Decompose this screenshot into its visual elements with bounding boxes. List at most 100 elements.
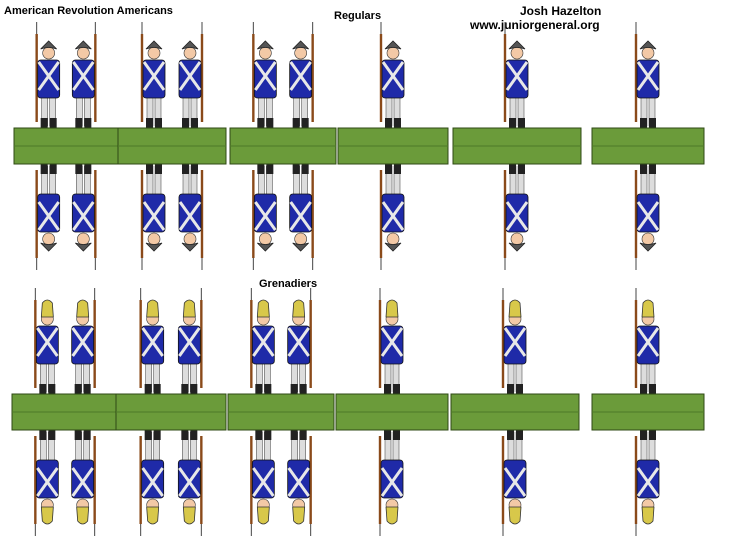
gaiter [39, 384, 47, 398]
gaiter [39, 426, 47, 440]
gaiter [649, 426, 656, 440]
head [510, 232, 524, 246]
crossbelts [381, 201, 405, 231]
soldier-figure-mirrored [289, 160, 314, 270]
head [386, 46, 400, 60]
soldier-figure-mirrored [503, 160, 529, 270]
crossbelts [141, 467, 164, 497]
sheet-title: American Revolution Americans [4, 5, 173, 17]
gaiter [393, 426, 400, 440]
soldier-figure [178, 22, 204, 132]
head [77, 232, 90, 246]
soldier-figure [71, 288, 96, 398]
head [294, 46, 307, 60]
gaiter [49, 118, 57, 132]
soldier-figure-mirrored [501, 426, 527, 536]
website-link[interactable]: www.juniorgeneral.org [470, 18, 600, 32]
gaiter [385, 118, 392, 132]
crossbelts [636, 467, 660, 497]
crossbelts [178, 201, 202, 231]
soldier-figure-mirrored [34, 426, 59, 536]
gaiter [48, 426, 56, 440]
tricorn-hat [639, 242, 657, 252]
tricorn-hat [292, 242, 309, 252]
mitre-cap [292, 506, 306, 525]
crossbelts [503, 467, 527, 497]
crossbelts [503, 327, 527, 357]
section-title-regulars: Regulars [334, 10, 382, 22]
soldier-figure-mirrored [287, 426, 312, 536]
soldier-figure-mirrored [250, 426, 275, 536]
mitre-cap [76, 299, 90, 318]
gaiter [266, 118, 274, 132]
soldier-figure [252, 22, 277, 132]
gaiter [507, 384, 514, 398]
head [183, 46, 197, 60]
head [147, 232, 161, 246]
soldier-figure-mirrored [634, 426, 660, 536]
gaiter [640, 384, 647, 398]
crossbelts [72, 201, 95, 231]
tricorn-hat [145, 242, 163, 252]
crossbelts [287, 467, 310, 497]
figure-group-order-arms [115, 288, 227, 536]
mitre-cap [385, 299, 399, 318]
gaiter [48, 384, 56, 398]
crossbelts [252, 467, 275, 497]
gaiter [299, 384, 307, 398]
soldier-figure-mirrored [634, 160, 660, 270]
mitre-cap [40, 506, 54, 525]
crossbelts [36, 467, 59, 497]
tricorn-hat [384, 242, 402, 252]
crossbelts [636, 61, 660, 91]
tricorn-hat [508, 242, 526, 252]
soldier-figure [378, 288, 404, 398]
soldier-figure-mirrored [378, 426, 404, 536]
gaiter [146, 160, 153, 174]
soldier-figure [503, 22, 529, 132]
crossbelts [252, 327, 275, 357]
soldier-figure-mirrored [71, 426, 96, 536]
soldier-figure [250, 288, 275, 398]
author-name: Josh Hazelton [520, 4, 602, 18]
mitre-cap [146, 506, 160, 525]
gaiter [509, 118, 516, 132]
gaiter [640, 118, 647, 132]
soldier-figure [140, 22, 166, 132]
soldier-figure-mirrored [252, 160, 277, 270]
row-grenadiers [11, 288, 705, 536]
soldier-figure [501, 288, 527, 398]
gaiter [516, 384, 523, 398]
gaiter [640, 160, 647, 174]
gaiter [299, 426, 307, 440]
head [42, 232, 55, 246]
gaiter [266, 160, 274, 174]
gaiter [518, 118, 525, 132]
tricorn-hat [508, 40, 526, 50]
head [42, 46, 55, 60]
tricorn-hat [181, 242, 199, 252]
head [294, 232, 307, 246]
mitre-cap [256, 299, 270, 318]
head [147, 46, 161, 60]
gaiter [649, 160, 656, 174]
mitre-cap [292, 299, 306, 318]
soldier-figure [177, 288, 203, 398]
mitre-cap [256, 506, 270, 525]
mitre-cap [385, 506, 399, 525]
gaiter [394, 160, 401, 174]
soldier-figure-mirrored [379, 160, 405, 270]
gaiter [301, 118, 309, 132]
crossbelts [381, 61, 405, 91]
gaiter [384, 426, 391, 440]
gaiter [255, 384, 263, 398]
crossbelts [141, 327, 164, 357]
gaiter [75, 118, 83, 132]
soldier-figure [139, 288, 165, 398]
soldier-figure-mirrored [139, 426, 165, 536]
gaiter [190, 384, 198, 398]
tricorn-hat [639, 40, 657, 50]
soldier-figure-mirrored [35, 160, 61, 270]
gaiter [255, 426, 263, 440]
head [510, 46, 524, 60]
